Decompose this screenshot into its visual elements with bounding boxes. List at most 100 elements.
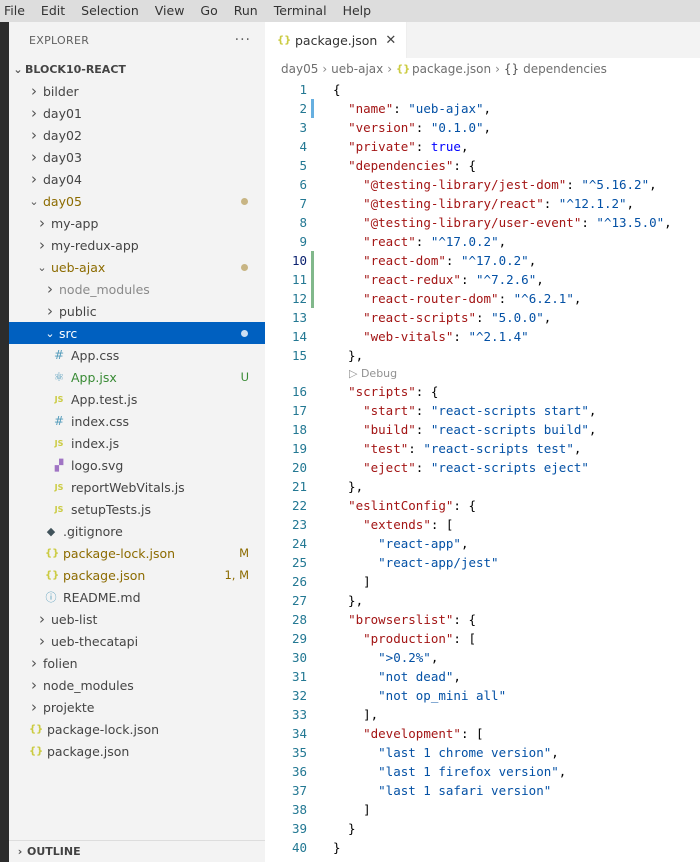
- folder-item[interactable]: ⌄day05: [9, 190, 265, 212]
- folder-item[interactable]: ›day01: [9, 102, 265, 124]
- json-key: "react-router-dom": [363, 291, 499, 306]
- line-number: 35: [291, 745, 307, 760]
- json-punctuation: }: [333, 821, 356, 836]
- json-punctuation: ,: [460, 139, 469, 154]
- json-punctuation: ,: [649, 177, 657, 192]
- json-key: "@testing-library/user-event": [363, 215, 582, 230]
- menu-go[interactable]: Go: [200, 3, 218, 18]
- json-punctuation: : [: [430, 517, 454, 532]
- file-item[interactable]: ▞logo.svg: [9, 454, 265, 476]
- menubar: File Edit Selection View Go Run Terminal Help: [0, 0, 700, 22]
- file-item[interactable]: {}package.json: [9, 740, 265, 762]
- folder-item[interactable]: ›node_modules: [9, 674, 265, 696]
- folder-item[interactable]: ›ueb-list: [9, 608, 265, 630]
- tree-item-label: App.jsx: [71, 369, 117, 385]
- code-line: 14 "web-vitals": "^2.1.4": [265, 327, 700, 346]
- outline-panel-header[interactable]: › OUTLINE: [9, 840, 265, 862]
- json-punctuation: :: [445, 253, 461, 268]
- menu-help[interactable]: Help: [342, 3, 372, 18]
- menu-terminal[interactable]: Terminal: [273, 3, 327, 18]
- file-item[interactable]: #index.css: [9, 410, 265, 432]
- folder-item[interactable]: ›my-app: [9, 212, 265, 234]
- folder-item[interactable]: ›node_modules: [9, 278, 265, 300]
- json-key: "development": [363, 726, 461, 741]
- tab-package-json[interactable]: {} package.json ✕: [265, 22, 408, 58]
- tree-item-label: package.json: [47, 743, 130, 759]
- code-line: 10 "react-dom": "^17.0.2",: [265, 251, 700, 270]
- json-punctuation: },: [333, 479, 364, 494]
- folder-item[interactable]: ›ueb-thecatapi: [9, 630, 265, 652]
- json-string: "last 1 safari version": [378, 783, 552, 798]
- line-number: 19: [291, 441, 307, 456]
- code-text: "react-redux": "^7.2.6",: [333, 270, 544, 289]
- breadcrumb-item[interactable]: day05: [281, 62, 319, 76]
- line-number: 38: [291, 802, 307, 817]
- tab-label: package.json: [295, 32, 378, 48]
- tree-item-label: my-app: [51, 215, 99, 231]
- menu-view[interactable]: View: [154, 3, 185, 18]
- json-file-icon: {}: [396, 63, 411, 75]
- json-key: "@testing-library/jest-dom": [363, 177, 567, 192]
- json-string: "react-app/jest": [378, 555, 499, 570]
- folder-item[interactable]: ⌄src: [9, 322, 265, 344]
- more-actions-icon[interactable]: ···: [234, 32, 251, 48]
- file-item[interactable]: {}package-lock.json: [9, 718, 265, 740]
- code-text: "@testing-library/user-event": "^13.5.0"…: [333, 213, 672, 232]
- menu-edit[interactable]: Edit: [40, 3, 66, 18]
- workspace-root[interactable]: ⌄ BLOCK10-REACT: [9, 58, 265, 80]
- json-punctuation: :: [581, 215, 597, 230]
- folder-item[interactable]: ›day03: [9, 146, 265, 168]
- json-punctuation: ,: [453, 669, 461, 684]
- menu-run[interactable]: Run: [233, 3, 258, 18]
- debug-codelens-link[interactable]: ▷ Debug: [349, 367, 398, 380]
- git-change-marker: [311, 251, 314, 270]
- svg-file-icon: ▞: [54, 458, 64, 472]
- breadcrumb-item[interactable]: ueb-ajax: [331, 62, 384, 76]
- folder-item[interactable]: ⌄ueb-ajax: [9, 256, 265, 278]
- breadcrumb-item[interactable]: dependencies: [523, 62, 607, 76]
- folder-item[interactable]: ›folien: [9, 652, 265, 674]
- line-number: 8: [299, 215, 307, 230]
- menu-file[interactable]: File: [4, 3, 25, 18]
- json-punctuation: [333, 177, 363, 192]
- code-area[interactable]: 1{2 "name": "ueb-ajax",3 "version": "0.1…: [265, 80, 700, 857]
- json-punctuation: [333, 441, 363, 456]
- code-text: "extends": [: [333, 515, 453, 534]
- code-text: "private": true,: [333, 137, 469, 156]
- json-key: "start": [363, 403, 416, 418]
- folder-item[interactable]: ›day04: [9, 168, 265, 190]
- json-punctuation: : {: [415, 384, 439, 399]
- git-status-badge: M: [239, 546, 249, 560]
- file-item[interactable]: ◆.gitignore: [9, 520, 265, 542]
- folder-item[interactable]: ›day02: [9, 124, 265, 146]
- code-text: "web-vitals": "^2.1.4": [333, 327, 529, 346]
- code-text: "test": "react-scripts test",: [333, 439, 581, 458]
- folder-item[interactable]: ›projekte: [9, 696, 265, 718]
- code-text: "@testing-library/jest-dom": "^5.16.2",: [333, 175, 657, 194]
- json-key: "scripts": [348, 384, 416, 399]
- json-boolean: true: [430, 139, 461, 154]
- folder-item[interactable]: ›my-redux-app: [9, 234, 265, 256]
- folder-item[interactable]: ›bilder: [9, 80, 265, 102]
- breadcrumb-item[interactable]: package.json: [412, 62, 492, 76]
- json-punctuation: }: [333, 840, 341, 855]
- line-number: 16: [291, 384, 307, 399]
- git-status-badge: U: [240, 370, 249, 384]
- json-punctuation: :: [415, 403, 431, 418]
- tree-item-label: day03: [43, 149, 82, 165]
- menu-selection[interactable]: Selection: [81, 3, 139, 18]
- json-string: "not op_mini all": [378, 688, 507, 703]
- close-icon[interactable]: ✕: [385, 32, 397, 48]
- file-item[interactable]: #App.css: [9, 344, 265, 366]
- folder-item[interactable]: ›public: [9, 300, 265, 322]
- code-text: "react-app",: [333, 534, 468, 553]
- json-punctuation: [333, 745, 378, 760]
